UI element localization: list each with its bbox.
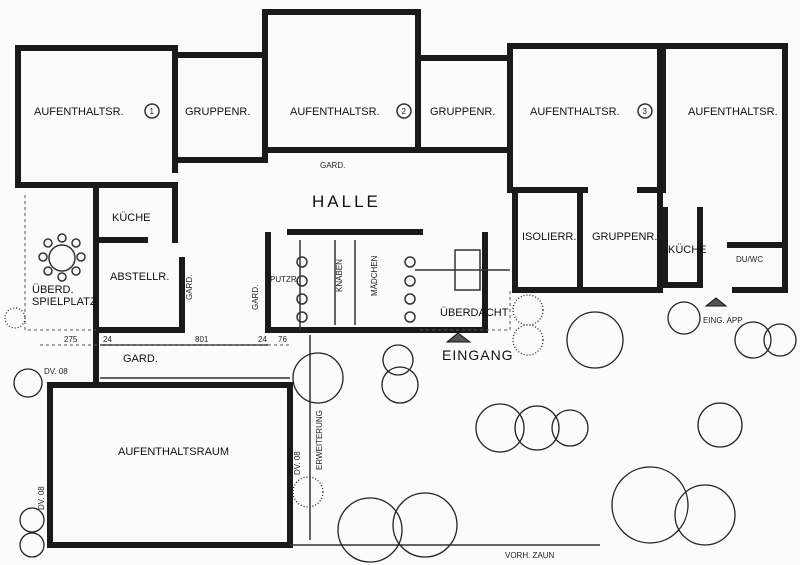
room-label-putzraum: PUTZR. [270,275,299,284]
room-label-gruppenraum-3: GRUPPENR. [592,231,657,243]
dv-marker-1: DV. 08 [44,367,68,376]
room-label-gruppenraum-1: GRUPPENR. [185,106,250,118]
room-label-kueche-1: KÜCHE [112,212,151,224]
walls [15,9,788,548]
extension-label: ERWEITERUNG [315,410,324,470]
hall-label: HALLE [312,192,381,211]
room-label-aufenthaltsraum-new: AUFENTHALTSRAUM [118,446,229,458]
playground-label-line2: SPIELPLATZ [32,296,97,308]
room-label-kueche-2: KÜCHE [668,244,707,256]
garderobe-label-bottom: GARD. [123,353,158,365]
entrance-label: EINGANG [442,347,514,363]
room-label-maedchen: MÄDCHEN [370,255,379,296]
room-number-3-circle [637,103,653,119]
garderobe-label-vertical-1: GARD. [185,275,194,300]
trees [4,294,797,563]
room-label-du-wc: DU/WC [736,255,763,264]
room-label-aufenthaltsraum-1: AUFENTHALTSR. [34,106,124,118]
room-label-aufenthaltsraum-3: AUFENTHALTSR. [530,106,620,118]
dv-marker-3: DV. 08 [293,451,302,475]
dv-marker-2: DV. 08 [37,486,46,510]
app-entrance-arrow [704,297,728,307]
playground-table [38,233,86,282]
dimension-24-right: 24 [258,335,267,344]
room-number-2: 2 [402,107,407,116]
room-label-knaben: KNABEN [335,259,344,292]
room-number-1-circle [144,103,160,119]
room-number-2-circle [396,103,412,119]
room-label-abstellraum: ABSTELLR. [110,271,169,283]
room-number-1: 1 [150,107,155,116]
dimension-275: 275 [64,335,78,344]
fence-label: VORH. ZAUN [505,551,555,560]
room-label-gruppenraum-2: GRUPPENR. [430,106,495,118]
garderobe-label-vertical-2: GARD. [251,285,260,310]
dimension-24-left: 24 [103,335,112,344]
room-label-isolierraum: ISOLIERR. [522,231,576,243]
room-label-aufenthaltsraum-2: AUFENTHALTSR. [290,106,380,118]
room-label-aufenthaltsraum-4: AUFENTHALTSR. [688,106,778,118]
dimension-76: 76 [278,335,287,344]
garderobe-label-top: GARD. [320,161,345,170]
room-number-3: 3 [643,107,648,116]
covered-area-label: ÜBERDACHT [440,307,509,319]
dimension-801: 801 [195,335,209,344]
apartment-entrance-label: EING. APP [703,316,743,325]
entrance-arrow [445,332,472,343]
playground-label-line1: ÜBERD. [32,284,74,296]
toilets [296,256,416,323]
